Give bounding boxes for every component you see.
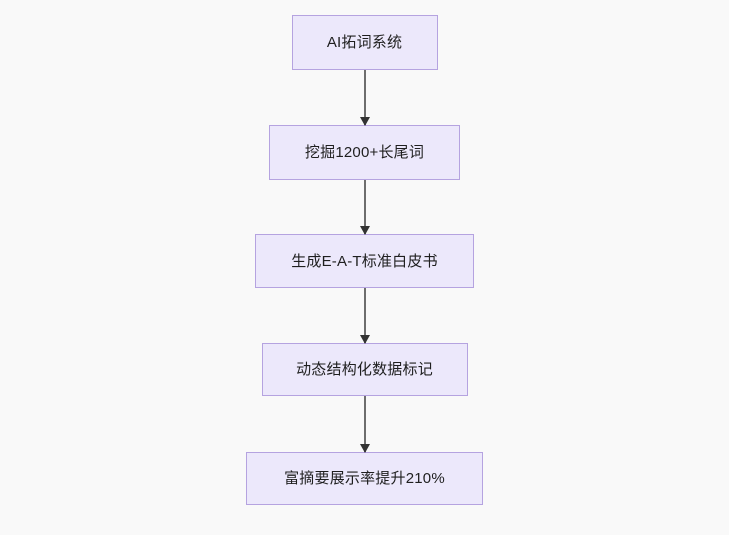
- node-label: 富摘要展示率提升210%: [284, 470, 445, 487]
- flowchart-node-generate-eat-whitepaper[interactable]: 生成E-A-T标准白皮书: [255, 234, 474, 288]
- edge-line: [363, 180, 366, 234]
- flowchart-edge-1: [358, 70, 372, 126]
- arrow-down-icon: [359, 335, 370, 344]
- arrow-down-icon: [359, 444, 370, 453]
- edge-line: [363, 396, 366, 452]
- edge-line: [363, 70, 366, 125]
- flowchart-node-rich-snippet-impression-uplift[interactable]: 富摘要展示率提升210%: [246, 452, 483, 505]
- flowchart-edge-2: [358, 180, 372, 235]
- flowchart-node-mine-longtail-keywords[interactable]: 挖掘1200+长尾词: [269, 125, 460, 180]
- flowchart-node-dynamic-structured-data-markup[interactable]: 动态结构化数据标记: [261, 343, 468, 396]
- node-label: 生成E-A-T标准白皮书: [291, 252, 438, 270]
- flowchart-node-ai-keyword-system[interactable]: AI拓词系统: [291, 15, 438, 70]
- flowchart-edge-4: [358, 396, 372, 453]
- arrow-down-icon: [359, 117, 370, 126]
- flowchart-edge-3: [358, 288, 372, 344]
- edge-line: [363, 288, 366, 343]
- node-label: 动态结构化数据标记: [296, 361, 433, 378]
- node-label: AI拓词系统: [326, 34, 403, 51]
- arrow-down-icon: [359, 226, 370, 235]
- node-label: 挖掘1200+长尾词: [304, 144, 425, 161]
